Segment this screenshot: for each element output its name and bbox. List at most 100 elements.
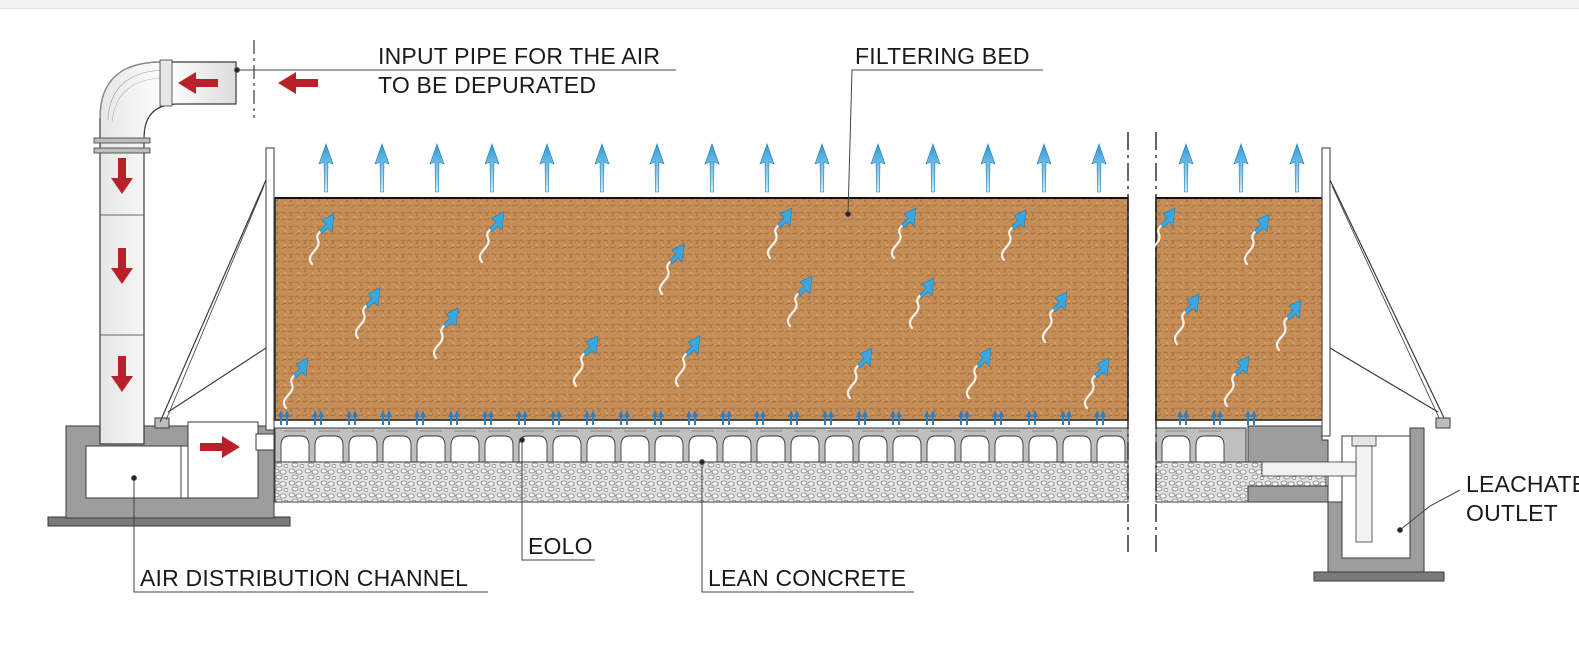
- swirl-arrow: [976, 347, 992, 369]
- swirl-arrow: [777, 207, 793, 229]
- eolo-modules: [274, 427, 1247, 463]
- swirl-arrow: [1052, 291, 1068, 313]
- injection-arrow: [958, 410, 964, 425]
- injection-arrow: [1211, 410, 1217, 425]
- injection-arrow: [522, 410, 528, 425]
- swirl-arrow: [919, 277, 935, 299]
- eolo-arch: [960, 435, 990, 462]
- injection-arrow: [1100, 410, 1106, 425]
- injection-arrow: [964, 410, 970, 425]
- swirl-arrow: [797, 275, 813, 297]
- exhaust-arrow: [594, 143, 610, 193]
- exhaust-arrow: [870, 143, 886, 193]
- injection-arrow: [862, 410, 868, 425]
- eolo-arch: [1028, 435, 1058, 462]
- leader-lines: [131, 67, 1461, 593]
- injection-arrow: [896, 410, 902, 425]
- eolo-arch: [926, 435, 956, 462]
- injection-arrow: [448, 410, 454, 425]
- injection-arrow: [754, 410, 760, 425]
- exhaust-arrow: [925, 143, 941, 193]
- injection-arrow: [828, 410, 834, 425]
- injection-arrow: [1245, 410, 1251, 425]
- injection-arrow: [624, 410, 630, 425]
- air-distribution-channel-structure: [47, 417, 291, 527]
- injection-arrow: [482, 410, 488, 425]
- injection-arrow: [318, 410, 324, 425]
- swirl-arrow: [1184, 293, 1200, 315]
- injection-arrow: [692, 410, 698, 425]
- eolo-arch: [450, 435, 480, 462]
- exhaust-arrow: [374, 143, 390, 193]
- eolo-arch: [416, 435, 446, 462]
- filter-bed: [274, 197, 1325, 421]
- injection-arrow: [488, 410, 494, 425]
- injection-arrow: [1032, 410, 1038, 425]
- injection-arrow: [550, 410, 556, 425]
- injection-arrow: [930, 410, 936, 425]
- eolo-arch: [858, 435, 888, 462]
- air-injection-arrows: [278, 410, 1257, 425]
- injection-arrow: [284, 410, 290, 425]
- exhaust-arrow: [980, 143, 996, 193]
- section-break-lines: [1127, 132, 1157, 552]
- eolo-arch: [280, 435, 310, 462]
- swirl-arrow: [669, 243, 685, 265]
- red-arrow-left: [278, 72, 318, 94]
- swirl-arrow: [1011, 209, 1027, 231]
- injection-arrow: [556, 410, 562, 425]
- injection-arrow: [720, 410, 726, 425]
- eolo-arch: [1062, 435, 1092, 462]
- top-divider: [0, 0, 1579, 9]
- swirl-arrow: [365, 287, 381, 309]
- injection-arrow: [516, 410, 522, 425]
- exhaust-arrow: [429, 143, 445, 193]
- eolo-arch: [722, 435, 752, 462]
- injection-arrow: [1251, 410, 1257, 425]
- leachate-outlet-structure: [1247, 425, 1445, 582]
- red-arrow-down: [111, 248, 133, 284]
- injection-arrow: [686, 410, 692, 425]
- eolo-arch: [756, 435, 786, 462]
- injection-arrow: [760, 410, 766, 425]
- eolo-arch: [484, 435, 514, 462]
- injection-arrow: [1094, 410, 1100, 425]
- injection-arrow: [856, 410, 862, 425]
- injection-arrow: [1026, 410, 1032, 425]
- swirl-arrow: [857, 347, 873, 369]
- eolo-arch: [654, 435, 684, 462]
- injection-arrow: [992, 410, 998, 425]
- eolo-arch: [348, 435, 378, 462]
- exhaust-arrow: [539, 143, 555, 193]
- swirl-arrow: [685, 335, 701, 357]
- swirl-arrow: [489, 211, 505, 233]
- leachate-label-line2: OUTLET: [1466, 500, 1558, 526]
- eolo-arch: [994, 435, 1024, 462]
- eolo-arch: [892, 435, 922, 462]
- exhaust-arrow: [814, 143, 830, 193]
- injection-arrow: [1066, 410, 1072, 425]
- exhaust-arrow: [1036, 143, 1052, 193]
- exhaust-arrow: [1091, 143, 1107, 193]
- injection-arrow: [998, 410, 1004, 425]
- side-walls: [159, 147, 1451, 437]
- exhaust-air-arrows: [318, 143, 1305, 193]
- input-pipe-label-line2: TO BE DEPURATED: [378, 72, 596, 98]
- swirl-arrow: [583, 335, 599, 357]
- eolo-arch: [1096, 435, 1126, 462]
- injection-arrow: [312, 410, 318, 425]
- injection-arrow: [890, 410, 896, 425]
- injection-arrow: [794, 410, 800, 425]
- injection-arrow: [420, 410, 426, 425]
- injection-arrow: [346, 410, 352, 425]
- input-air-pipe: [93, 40, 255, 445]
- eolo-arch: [314, 435, 344, 462]
- exhaust-arrow: [759, 143, 775, 193]
- red-arrow-down: [111, 356, 133, 392]
- injection-arrow: [1183, 410, 1189, 425]
- injection-arrow: [1060, 410, 1066, 425]
- injection-arrow: [658, 410, 664, 425]
- eolo-arch: [382, 435, 412, 462]
- injection-arrow: [1177, 410, 1183, 425]
- eolo-arch: [824, 435, 854, 462]
